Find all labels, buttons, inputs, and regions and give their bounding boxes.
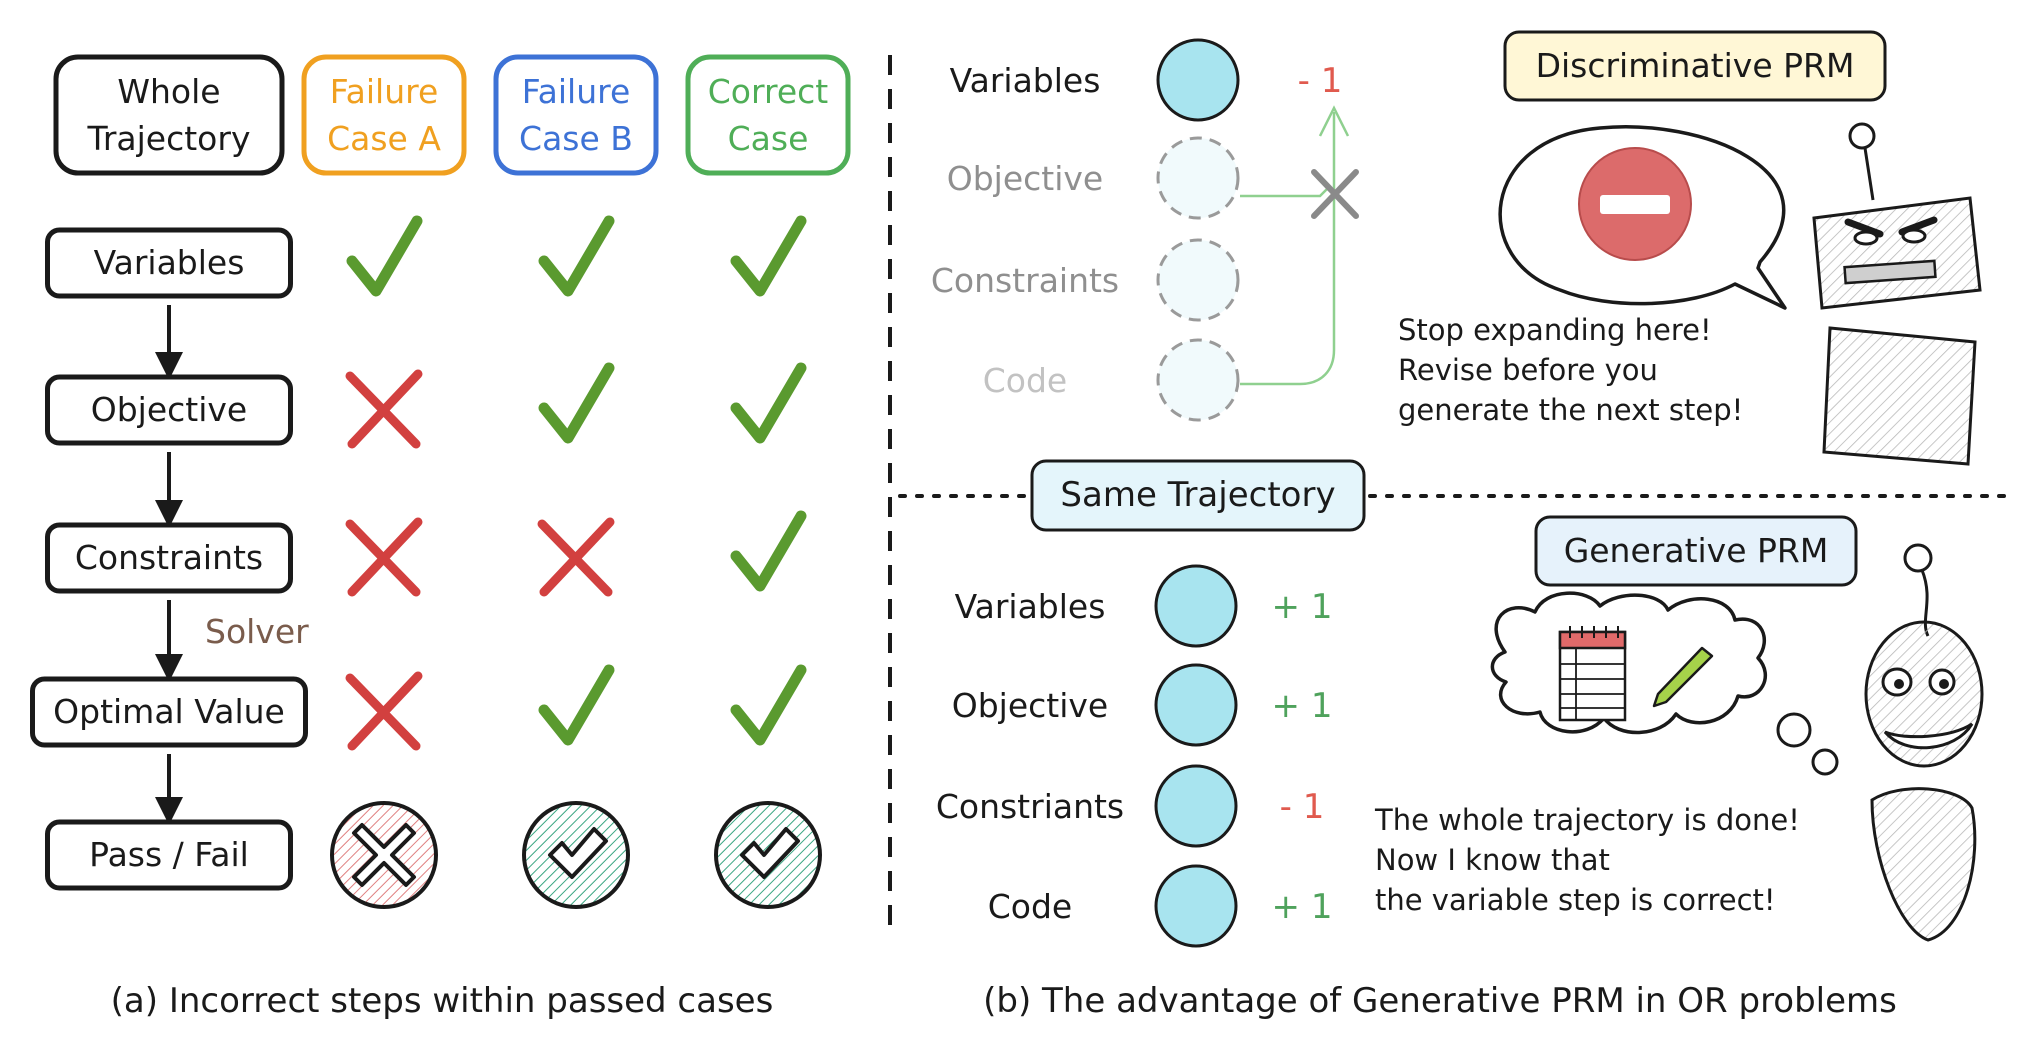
gen-step-label: Variables [955,587,1106,626]
happy-robot-icon [1864,543,1984,942]
notepad-icon [1558,626,1627,722]
check-icon [730,362,807,444]
discriminative-prm-tag [1503,30,1887,102]
gen-speech-line-1: The whole trajectory is done! [1374,803,1800,837]
header-label-failure-a: Failure [330,72,439,111]
disc-faded-node [1156,136,1240,220]
disc-connector [1240,185,1331,198]
gen-node [1154,564,1238,648]
solver-label: Solver [205,612,309,651]
step-box [45,522,293,594]
header-label-whole: Whole [117,72,220,111]
stop-icon [1578,147,1692,261]
header-label-failure-b: Failure [522,72,631,111]
header-label-failure-a: Case A [327,119,441,158]
gen-speech-line-2: Now I know that [1375,843,1610,877]
pass-badge-mark [548,827,608,879]
gen-score: + 1 [1272,686,1333,726]
disc-speech-line-1: Stop expanding here! [1398,313,1712,347]
check-icon [538,362,615,444]
step-label: Constraints [75,538,263,577]
header-label-correct: Correct [708,72,829,111]
step-box [45,374,293,446]
header-label-correct: Case [728,119,809,158]
gen-node [1154,764,1238,848]
fail-badge-mark [352,823,416,887]
disc-score: - 1 [1298,61,1343,101]
discriminative-prm-label: Discriminative PRM [1536,46,1855,85]
header-box-failure-a [301,54,467,176]
same-trajectory-label: Same Trajectory [1060,475,1335,515]
disc-connector [1240,112,1336,386]
same-trajectory-tag [1030,459,1366,532]
caption-b: (b) The advantage of Generative PRM in O… [983,981,1897,1021]
step-box [30,676,308,748]
gen-node [1154,663,1238,747]
step-box [45,227,293,299]
pass-badge-mark [740,827,800,879]
angry-robot-icon [1812,122,1982,466]
disc-speech-line-3: generate the next step! [1398,393,1743,427]
disc-arrowhead [1318,105,1350,137]
disc-step-label: Variables [950,61,1101,100]
disc-step-label: Objective [947,159,1103,198]
gen-speech-line-3: the variable step is correct! [1375,883,1776,917]
disc-node [1156,38,1240,122]
header-label-whole: Trajectory [87,119,251,158]
thought-cloud [1490,591,1839,776]
cross-icon [345,517,423,597]
header-box-failure-b [493,54,659,176]
disc-faded-node [1156,338,1240,422]
step-label: Objective [91,390,247,429]
generative-prm-label: Generative PRM [1564,531,1829,570]
check-icon [730,664,807,746]
generative-prm-tag [1534,515,1858,587]
header-box-whole [53,54,285,176]
disc-step-label: Code [983,361,1067,400]
header-label-failure-b: Case B [519,119,633,158]
check-icon [538,215,615,297]
disc-step-label: Constraints [931,261,1119,300]
step-label: Pass / Fail [89,835,249,874]
gen-step-label: Constriants [936,787,1124,826]
stop-cross-icon [1311,169,1359,219]
step-label: Optimal Value [53,692,285,731]
gen-score: - 1 [1280,787,1325,827]
pencil-icon [1652,646,1714,708]
check-icon [346,215,423,297]
cross-icon [345,369,423,449]
header-box-correct [685,54,851,176]
gen-step-label: Code [988,887,1072,926]
gen-node [1154,864,1238,948]
gen-score: + 1 [1272,587,1333,627]
check-icon [538,664,615,746]
check-icon [730,510,807,592]
step-label: Variables [94,243,245,282]
check-icon [730,215,807,297]
cross-icon [345,671,423,751]
cross-icon [537,517,615,597]
panel-b: Variables- 1ObjectiveConstraintsCodeVari… [931,38,1359,948]
disc-faded-node [1156,238,1240,322]
gen-score: + 1 [1272,887,1333,927]
gen-step-label: Objective [952,686,1108,725]
step-box [45,819,293,891]
caption-a: (a) Incorrect steps within passed cases [111,981,774,1021]
disc-speech-line-2: Revise before you [1398,353,1658,387]
